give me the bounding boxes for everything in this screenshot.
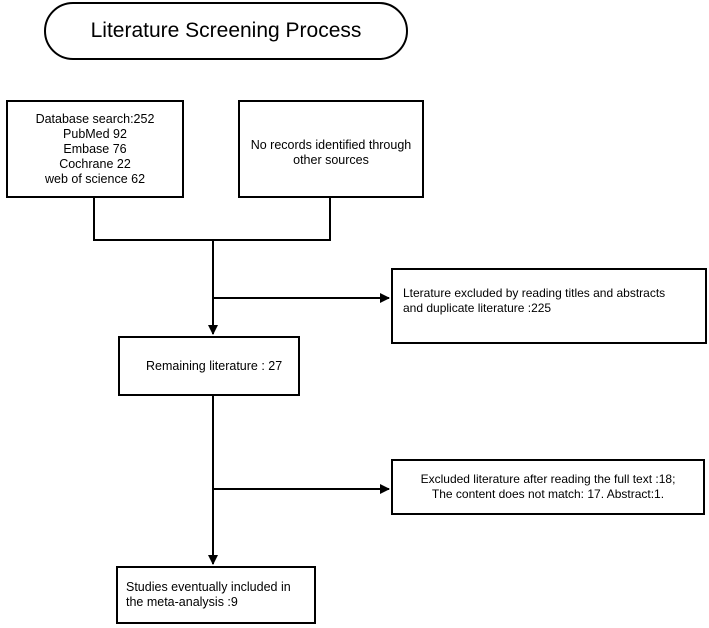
database-search-box: Database search:252 PubMed 92 Embase 76 … [6, 100, 184, 198]
included-studies-line-1: Studies eventually included in [126, 580, 291, 594]
database-web-of-science: web of science 62 [44, 171, 146, 186]
excluded-fulltext-line-2: The content does not match: 17. Abstract… [431, 487, 665, 501]
excluded-fulltext-line-1: Excluded literature after reading the fu… [420, 472, 676, 486]
excluded-titles-line-1: Lterature excluded by reading titles and… [403, 286, 666, 300]
remaining-literature-box: Remaining literature : 27 [118, 336, 300, 396]
excluded-titles-line-2: and duplicate literature :225 [403, 301, 552, 315]
database-embase: Embase 76 [63, 141, 127, 156]
other-sources-line-1: No records identified through [250, 138, 412, 152]
excluded-titles-box: Lterature excluded by reading titles and… [391, 268, 707, 344]
remaining-literature-text: Remaining literature : 27 [146, 358, 283, 373]
other-sources-box: No records identified through other sour… [238, 100, 424, 198]
database-pubmed: PubMed 92 [63, 126, 127, 141]
included-studies-line-2: the meta-analysis :9 [126, 595, 238, 609]
other-sources-line-2: other sources [293, 153, 369, 167]
database-search-total: Database search:252 [35, 111, 155, 126]
flowchart-title: Literature Screening Process [44, 2, 408, 60]
excluded-fulltext-box: Excluded literature after reading the fu… [391, 459, 705, 515]
database-cochrane: Cochrane 22 [59, 156, 131, 171]
title-text: Literature Screening Process [90, 19, 362, 42]
included-studies-box: Studies eventually included in the meta-… [116, 566, 316, 624]
